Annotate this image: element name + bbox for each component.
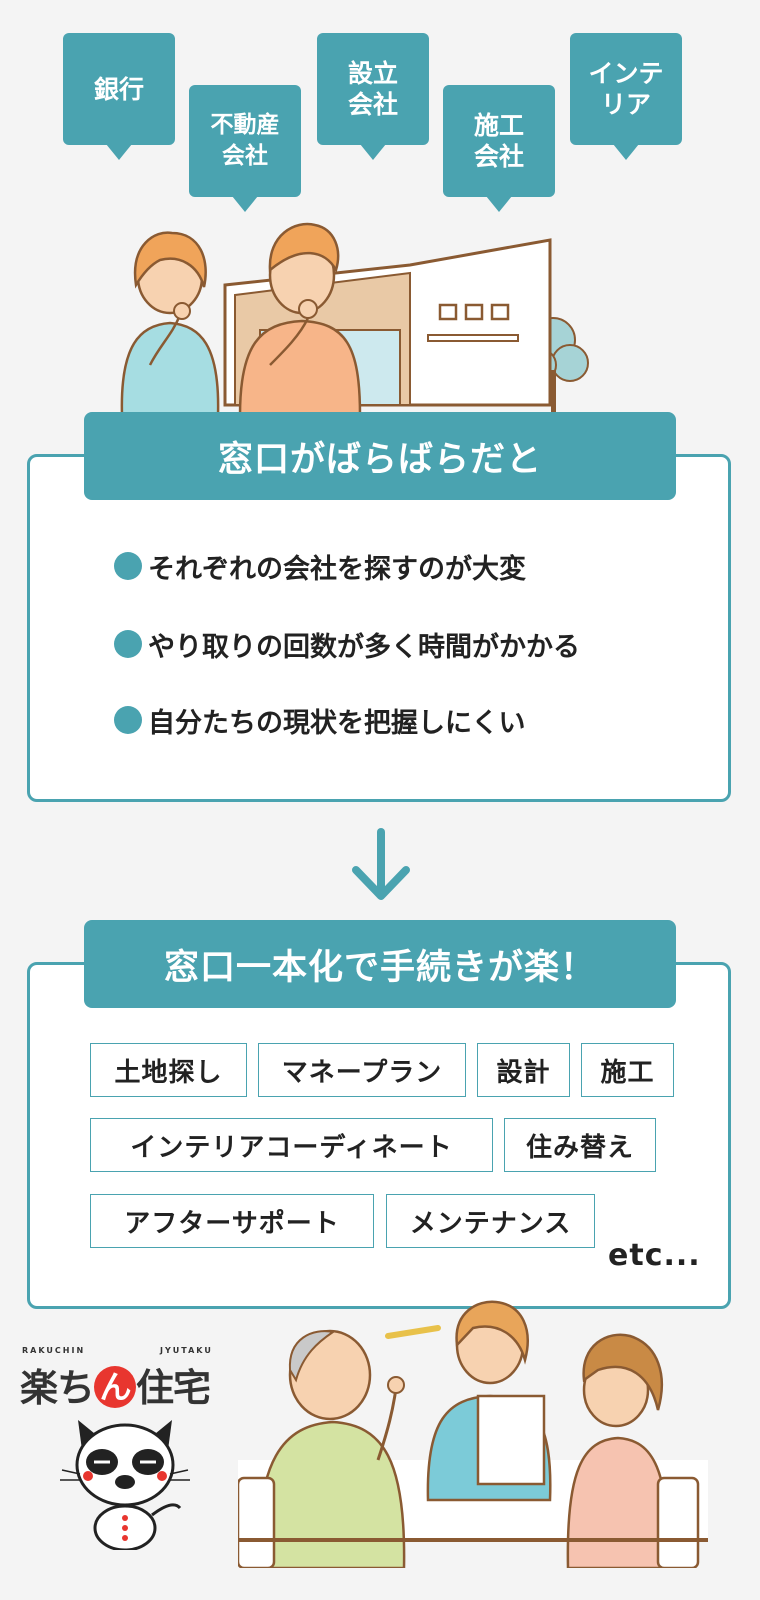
bubble-construction: 施工 会社 <box>443 85 555 212</box>
problem-point-text: 自分たちの現状を把握しにくい <box>148 707 526 739</box>
tag-construction: 施工 <box>581 1043 674 1097</box>
etc-label: etc... <box>608 1238 701 1273</box>
tag-money-plan: マネープラン <box>258 1043 466 1097</box>
problem-point-text: やり取りの回数が多く時間がかかる <box>148 631 580 663</box>
logo-text-mid: ん <box>94 1366 137 1408</box>
bubble-real-estate: 不動産 会社 <box>189 85 301 212</box>
bullet-dot <box>114 706 142 734</box>
problem-point: 自分たちの現状を把握しにくい <box>114 700 525 740</box>
tag-design: 設計 <box>477 1043 570 1097</box>
mascot-illustration <box>60 1420 190 1550</box>
arrow-down-icon <box>352 828 410 900</box>
tag-interior-coordinate: インテリアコーディネート <box>90 1118 493 1172</box>
bullet-dot <box>114 552 142 580</box>
couple-house-illustration <box>120 222 589 415</box>
problem-point-text: それぞれの会社を探すのが大変 <box>148 553 526 585</box>
tag-land-search: 土地探し <box>90 1043 247 1097</box>
bubble-bank: 銀行 <box>63 33 175 160</box>
bubble-interior: インテ リア <box>570 33 682 160</box>
logo-romaji-right: JYUTAKU <box>160 1346 213 1355</box>
logo-text-pre: 楽ち <box>20 1366 95 1410</box>
tag-relocation: 住み替え <box>504 1118 656 1172</box>
logo-text-post: 住宅 <box>136 1366 211 1410</box>
tag-maintenance: メンテナンス <box>386 1194 595 1248</box>
problem-point: それぞれの会社を探すのが大変 <box>114 546 526 586</box>
solution-heading: 窓口一本化で手続きが楽！ <box>84 920 676 1008</box>
bubble-establishment: 設立 会社 <box>317 33 429 160</box>
consultation-illustration <box>238 1300 708 1568</box>
bullet-dot <box>114 630 142 658</box>
problem-point: やり取りの回数が多く時間がかかる <box>114 624 580 664</box>
tag-after-support: アフターサポート <box>90 1194 374 1248</box>
company-logo: 楽ちん住宅 <box>20 1357 211 1412</box>
problem-heading: 窓口がばらばらだと <box>84 412 676 500</box>
logo-romaji-left: RAKUCHIN <box>22 1346 86 1355</box>
